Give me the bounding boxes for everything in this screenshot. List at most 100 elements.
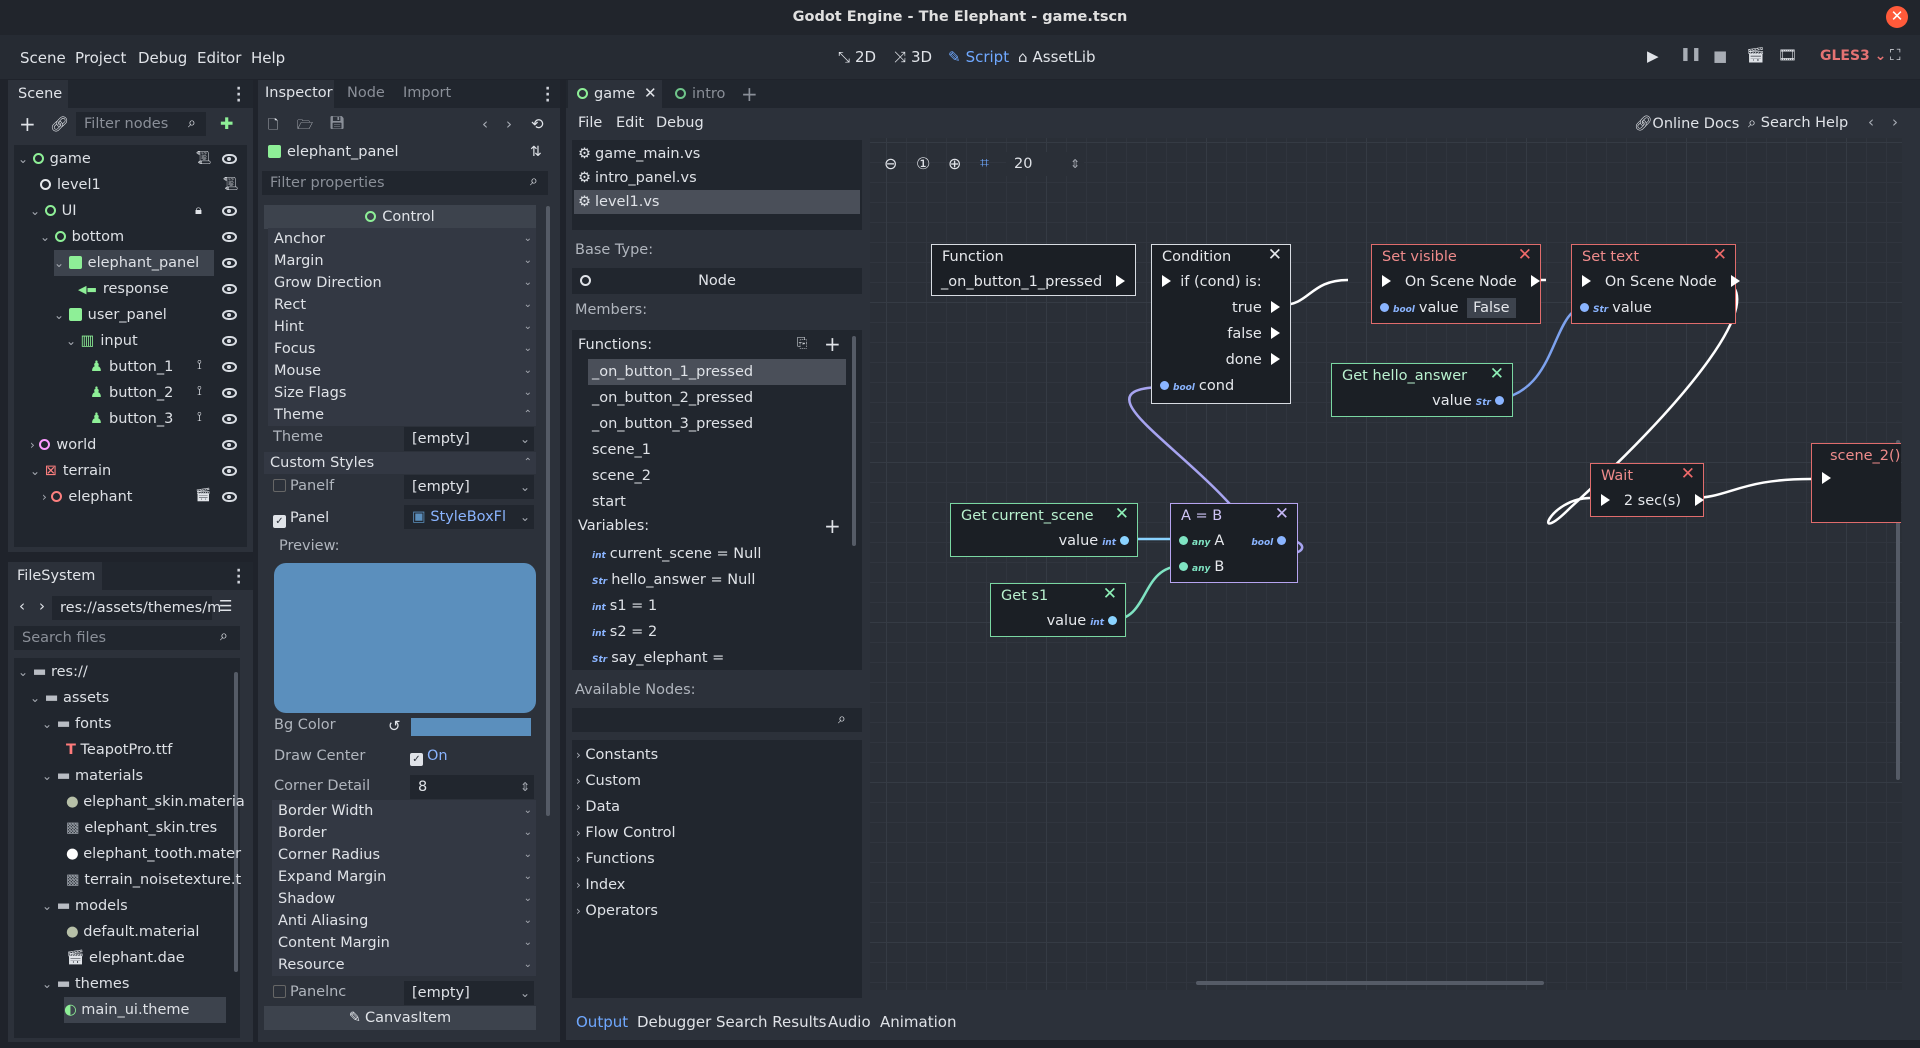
folder-themes[interactable]: ⌄ ▬ themes	[42, 976, 130, 992]
any-port-icon[interactable]	[1179, 536, 1188, 545]
script-file-game-main[interactable]: ⚙game_main.vs	[578, 146, 701, 162]
file-elephant-skin-material[interactable]: ● elephant_skin.materia	[66, 794, 245, 810]
search-help-button[interactable]: ⌕ Search Help	[1748, 115, 1849, 131]
toggle-split-icon[interactable]: ☰	[219, 597, 233, 615]
history-forward-icon[interactable]: ›	[506, 115, 512, 133]
section-hint[interactable]: Hint⌄	[268, 316, 536, 338]
tree-node-button-1[interactable]: ♟button_1	[90, 359, 174, 375]
tab-inspector[interactable]: Inspector	[258, 80, 334, 108]
history-icon[interactable]: ⟲	[531, 115, 544, 133]
tree-node-elephant[interactable]: › elephant	[42, 489, 133, 505]
forward-icon[interactable]: ›	[39, 597, 45, 615]
section-rect[interactable]: Rect⌄	[268, 294, 536, 316]
category-flow-control[interactable]: › Flow Control	[576, 825, 676, 841]
condition-node[interactable]: Condition ✕ if (cond) is: true false don…	[1151, 244, 1291, 404]
exec-out-port-icon[interactable]	[1530, 275, 1540, 287]
signal-icon[interactable]: ⟟	[197, 410, 202, 425]
exec-out-port-icon[interactable]	[1271, 301, 1280, 313]
int-port-icon[interactable]	[1108, 616, 1117, 625]
close-node-icon[interactable]: ✕	[1114, 504, 1129, 524]
close-node-icon[interactable]: ✕	[1712, 245, 1727, 265]
section-anti-aliasing[interactable]: Anti Aliasing⌄	[272, 910, 536, 932]
function-item[interactable]: start	[592, 494, 626, 510]
add-function-icon[interactable]: +	[824, 332, 841, 356]
zoom-reset-icon[interactable]: ①	[916, 154, 931, 173]
filesystem-path-input[interactable]: res://assets/themes/m	[52, 596, 221, 620]
history-forward-icon[interactable]: ›	[1892, 113, 1898, 131]
menu-file[interactable]: File	[578, 115, 603, 131]
add-tab-icon[interactable]: +	[741, 82, 758, 106]
corner-detail-spinbox[interactable]: 8⇕	[410, 775, 534, 799]
close-node-icon[interactable]: ✕	[1274, 504, 1289, 524]
close-node-icon[interactable]: ✕	[1517, 245, 1532, 265]
folder-models[interactable]: ⌄ ▬ models	[42, 898, 128, 914]
draw-center-checkbox[interactable]: ✓On	[410, 748, 448, 766]
scene-dock-menu-icon[interactable]: ···	[236, 81, 242, 109]
play-scene-icon[interactable]: 🎬︎	[1746, 46, 1766, 64]
close-tab-icon[interactable]: ✕	[644, 84, 657, 102]
filter-properties-input[interactable]: Filter properties	[262, 171, 548, 195]
string-port-icon[interactable]	[1495, 396, 1504, 405]
add-node-icon[interactable]: +	[19, 112, 36, 136]
inspector-menu-icon[interactable]: ···	[545, 81, 551, 109]
menu-project[interactable]: Project	[75, 49, 127, 67]
int-port-icon[interactable]	[1120, 536, 1129, 545]
function-item[interactable]: _on_button_2_pressed	[592, 390, 754, 406]
filter-nodes-input[interactable]: Filter nodes	[76, 112, 206, 136]
file-main-ui-theme[interactable]: ◐ main_ui.theme	[64, 997, 226, 1023]
string-port-icon[interactable]	[1580, 303, 1589, 312]
tree-node-input[interactable]: ⌄ ▥input	[66, 333, 138, 349]
tab-node[interactable]: Node	[347, 85, 385, 101]
snap-icon[interactable]: ⌗	[980, 153, 990, 172]
tab-intro[interactable]: intro	[675, 86, 725, 102]
tree-node-response[interactable]: ◀▬response	[78, 281, 169, 297]
panelf-value[interactable]: [empty]⌄	[404, 475, 534, 499]
script-icon[interactable]: 📜︎	[222, 177, 239, 192]
tree-node-bottom[interactable]: ⌄ bottom	[40, 229, 125, 245]
tab-debugger[interactable]: Debugger	[637, 1013, 712, 1031]
category-index[interactable]: › Index	[576, 877, 626, 893]
section-anchor[interactable]: Anchor⌄	[268, 228, 536, 250]
zoom-in-icon[interactable]: ⊕	[948, 154, 962, 173]
stop-icon[interactable]: ■	[1713, 47, 1728, 65]
any-port-icon[interactable]	[1179, 562, 1188, 571]
panel-stylebox-value[interactable]: ▣ StyleBoxFl⌄	[404, 505, 534, 529]
exec-out-port-icon[interactable]	[1271, 353, 1280, 365]
category-custom[interactable]: › Custom	[576, 773, 641, 789]
lock-icon[interactable]: 🔒︎	[195, 203, 202, 218]
bool-port-icon[interactable]	[1380, 303, 1389, 312]
tab-import[interactable]: Import	[403, 85, 452, 101]
graph-v-scrollbar[interactable]	[1896, 440, 1900, 780]
tab-filesystem[interactable]: FileSystem	[8, 562, 102, 590]
folder-fonts[interactable]: ⌄ ▬ fonts	[42, 716, 112, 732]
exec-out-port-icon[interactable]	[1116, 275, 1125, 287]
available-nodes-search[interactable]	[572, 708, 862, 732]
section-shadow[interactable]: Shadow⌄	[272, 888, 536, 910]
exec-out-port-icon[interactable]	[1271, 327, 1280, 339]
tree-node-ui[interactable]: ⌄ UI	[30, 203, 77, 219]
section-border[interactable]: Border⌄	[272, 822, 536, 844]
snap-step-spinbox[interactable]: 20⇕	[1006, 152, 1084, 176]
set-visible-value-field[interactable]: False	[1467, 298, 1516, 318]
function-item[interactable]: _on_button_3_pressed	[592, 416, 754, 432]
section-theme[interactable]: Theme⌃	[268, 404, 536, 426]
zoom-out-icon[interactable]: ⊖	[884, 154, 898, 173]
category-operators[interactable]: › Operators	[576, 903, 658, 919]
file-elephant-dae[interactable]: 🎬︎ elephant.dae	[66, 950, 185, 966]
online-docs-button[interactable]: 🔗︎Online Docs	[1634, 116, 1740, 132]
renderer-select[interactable]: GLES3 ⌄	[1820, 48, 1887, 64]
theme-value[interactable]: [empty]⌄	[404, 427, 534, 451]
new-resource-icon[interactable]: 🗋︎	[268, 118, 279, 133]
function-node[interactable]: Function _on_button_1_pressed	[931, 244, 1136, 296]
exec-out-port-icon[interactable]	[1694, 494, 1704, 506]
script-icon[interactable]: 📜︎	[195, 151, 212, 166]
close-node-icon[interactable]: ✕	[1267, 245, 1282, 265]
object-properties-icon[interactable]: ⇅	[530, 144, 542, 160]
instance-scene-icon[interactable]: 🔗︎	[50, 115, 70, 133]
history-back-icon[interactable]: ‹	[482, 115, 488, 133]
tree-node-level1[interactable]: level1	[40, 172, 240, 198]
